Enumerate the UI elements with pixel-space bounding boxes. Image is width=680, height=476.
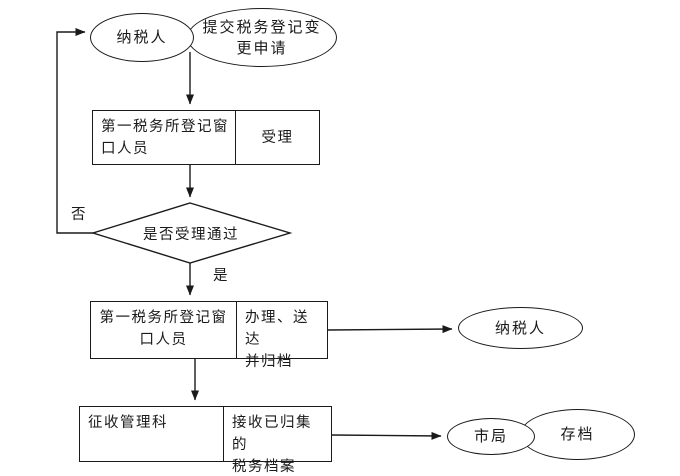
node-accept-box: 第一税务所登记窗 口人员 受理 [92, 110, 320, 165]
collection-action-label: 接收已归集的 税务档案 [232, 415, 312, 475]
node-process-box: 第一税务所登记窗 口人员 办理、送达 并归档 [90, 301, 328, 370]
accept-action-cell: 受理 [236, 111, 319, 164]
taxpayer-start-label: 纳税人 [116, 29, 168, 46]
archive-label: 存档 [560, 426, 595, 443]
node-archive: 存档 [520, 409, 635, 460]
edge-collection-to-bureau [331, 431, 442, 440]
accept-role-cell: 第一税务所登记窗 口人员 [93, 111, 236, 164]
process-action-cell: 办理、送达 并归档 [237, 302, 327, 370]
edge-label-no: 否 [71, 207, 87, 223]
collection-role-cell: 征收管理科 [80, 407, 224, 461]
decision-diamond [90, 202, 293, 264]
edge-label-yes: 是 [213, 268, 229, 284]
node-city-bureau: 市局 [447, 418, 535, 455]
process-role-cell: 第一税务所登记窗 口人员 [91, 302, 237, 358]
node-collection-box: 征收管理科 接收已归集的 税务档案 [79, 406, 332, 475]
city-bureau-label: 市局 [473, 428, 508, 445]
process-role-label: 第一税务所登记窗 口人员 [99, 310, 228, 348]
accept-role-label: 第一税务所登记窗 口人员 [101, 119, 229, 157]
node-submit-application: 提交税务登记变 更申请 [187, 8, 337, 67]
decision-node-label: 是否受理通过 [143, 227, 239, 243]
node-taxpayer-start: 纳税人 [90, 13, 194, 62]
edge-no-loop [56, 28, 93, 234]
collection-action-cell: 接收已归集的 税务档案 [224, 407, 331, 475]
node-taxpayer-result: 纳税人 [458, 307, 583, 349]
taxpayer-result-label: 纳税人 [494, 319, 546, 337]
accept-action-label: 受理 [261, 129, 294, 146]
collection-role-label: 征收管理科 [88, 415, 168, 431]
process-action-label: 办理、送达 并归档 [245, 310, 309, 370]
edge-process-to-taxpayer [327, 325, 453, 334]
submit-application-label: 提交税务登记变 更申请 [202, 18, 322, 57]
